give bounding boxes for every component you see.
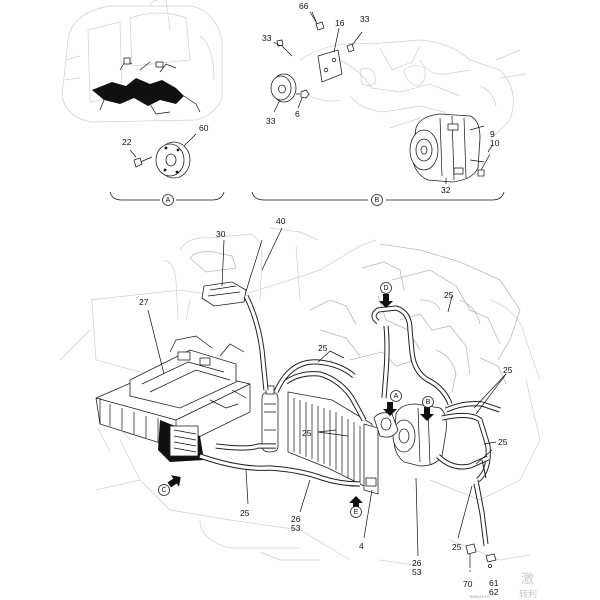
bolt-part-33-right [346,31,363,53]
view-bracket-a [109,191,225,201]
label-27: 27 [139,297,149,307]
arrow-view-d [379,294,393,308]
bolt-part-22 [133,156,153,168]
svg-text:D: D [383,285,388,292]
bracket-part-16 [317,49,343,83]
receiver-drier [261,385,279,453]
label-25-bottom: 25 [452,542,462,552]
label-25-left: 25 [240,508,250,518]
label-32: 32 [441,185,451,195]
callout-c[interactable]: C [158,484,170,496]
compressor-part-32 [409,113,485,183]
label-30: 30 [216,229,226,239]
arrow-view-b [420,407,434,421]
callout-b[interactable]: B [422,396,434,408]
label-61: 61 [489,578,499,588]
label-53-left: 53 [291,523,301,533]
svg-text:激: 激 [521,572,534,587]
compressor-installed [373,403,447,467]
nut-part-6 [296,89,310,99]
label-66: 66 [299,1,309,11]
duct-part-30 [189,251,247,307]
label-53-right: 53 [412,567,422,577]
label-25-top: 25 [318,343,328,353]
label-70: 70 [463,579,473,589]
svg-text:转利: 转利 [519,588,537,600]
fitting-part-70 [465,543,477,568]
arrow-view-a [383,402,397,416]
label-62: 62 [489,587,499,597]
label-25-center: 25 [302,428,312,438]
watermark: 激 转利 B900419 E [470,572,537,600]
label-33-pulley: 33 [266,116,276,126]
svg-text:B: B [426,399,431,406]
clip-part-61-62 [485,553,497,569]
label-25-engine: 25 [444,290,454,300]
label-40: 40 [276,216,286,226]
callout-e[interactable]: E [350,506,362,518]
svg-text:B900419 E: B900419 E [470,594,490,599]
label-25-right-top: 25 [503,365,513,375]
label-33-top-right: 33 [360,14,370,24]
svg-text:A: A [394,393,399,400]
label-4: 4 [359,541,364,551]
label-26-left: 26 [291,514,301,524]
arrow-view-e [349,496,363,509]
flange-part-60 [155,141,191,179]
svg-text:B: B [375,197,380,204]
refrigerant-hoses [199,239,501,547]
bolt-part-9-10 [477,153,491,177]
svg-text:C: C [161,487,166,494]
callout-d[interactable]: D [380,282,392,294]
label-10: 10 [490,138,500,148]
label-22: 22 [122,137,132,147]
leader-lines [147,11,507,572]
view-marker-a[interactable]: A [162,194,174,206]
svg-text:A: A [166,197,171,204]
condenser-part-4 [287,391,379,495]
part-numbers: 66 16 33 33 33 6 22 60 9 10 32 40 30 27 … [122,1,513,597]
cab-detail-view [61,0,223,123]
arrow-view-c [167,475,181,488]
label-60: 60 [199,123,209,133]
svg-text:E: E [354,509,359,516]
label-9: 9 [490,129,495,139]
view-marker-b[interactable]: B [371,194,383,206]
label-6: 6 [295,109,300,119]
pulley-part-33 [270,73,297,103]
view-bracket-b [251,191,505,201]
engine-background-main [309,243,521,393]
callout-a[interactable]: A [390,390,402,402]
bolt-part-66 [311,11,325,31]
label-25-right: 25 [498,437,508,447]
label-26-right: 26 [412,558,422,568]
bolt-part-33-left [276,39,293,57]
label-16: 16 [335,18,345,28]
label-33-top-left: 33 [262,33,272,43]
hvac-unit-part-27 [95,335,251,462]
